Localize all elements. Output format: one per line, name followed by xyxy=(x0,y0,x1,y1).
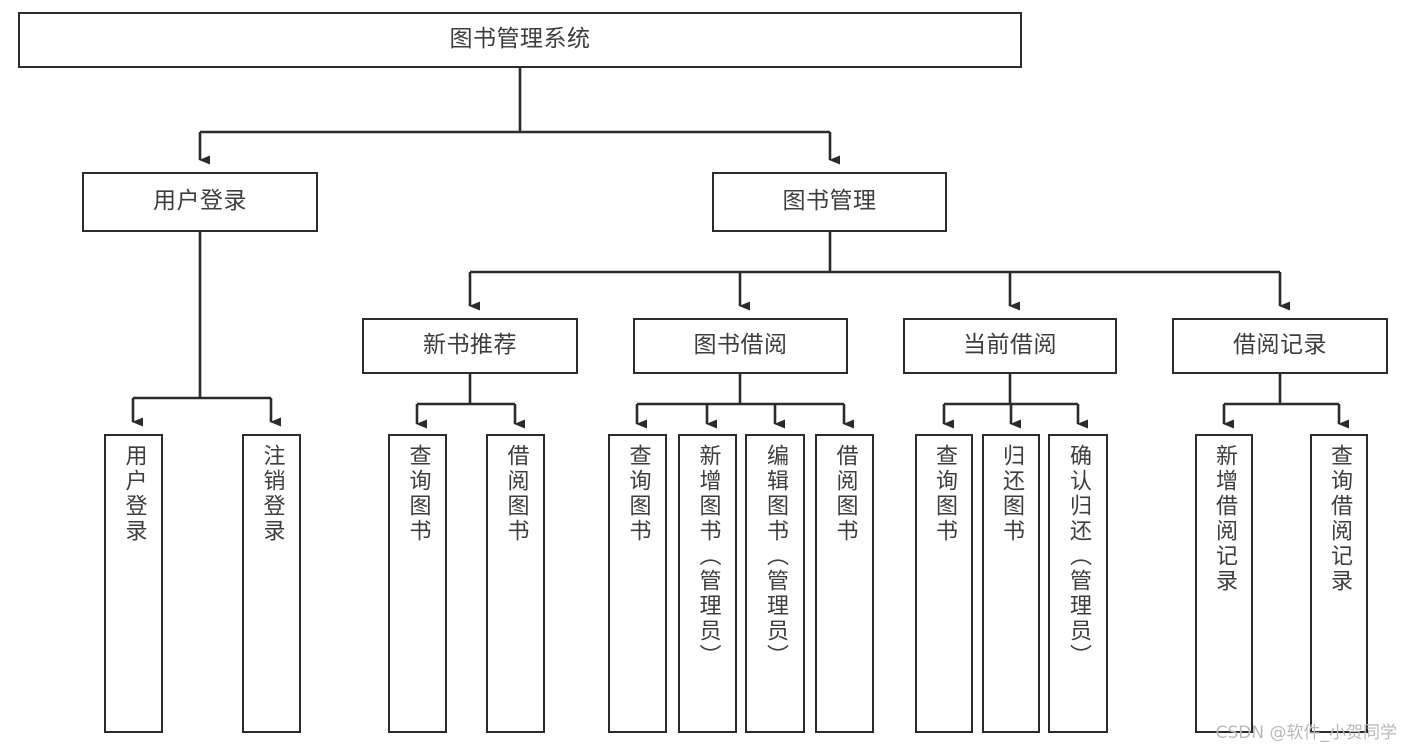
node-leaf-query-book-3[interactable]: 查询图书 xyxy=(915,434,973,733)
node-leaf-logout[interactable]: 注销登录 xyxy=(242,434,301,733)
node-leaf-borrow-book-2-label: 借阅图书 xyxy=(832,444,858,544)
node-leaf-query-book-1[interactable]: 查询图书 xyxy=(388,434,447,733)
node-leaf-borrow-book-1-label: 借阅图书 xyxy=(503,444,529,544)
node-leaf-borrow-book-1[interactable]: 借阅图书 xyxy=(486,434,545,733)
node-leaf-confirm-return-label: 确认归还（管理员） xyxy=(1066,444,1091,669)
node-leaf-borrow-book-2[interactable]: 借阅图书 xyxy=(815,434,874,733)
node-borrow-record[interactable]: 借阅记录 xyxy=(1172,318,1388,374)
node-leaf-add-book[interactable]: 新增图书（管理员） xyxy=(678,434,737,733)
node-book-management[interactable]: 图书管理 xyxy=(712,172,947,232)
node-leaf-add-record-label: 新增借阅记录 xyxy=(1212,444,1237,594)
node-current-borrow[interactable]: 当前借阅 xyxy=(903,318,1117,374)
node-leaf-edit-book-label: 编辑图书（管理员） xyxy=(763,444,788,669)
node-leaf-logout-label: 注销登录 xyxy=(259,444,285,544)
node-borrow-record-label: 借阅记录 xyxy=(1233,332,1327,359)
node-root[interactable]: 图书管理系统 xyxy=(18,12,1022,68)
node-leaf-user-login[interactable]: 用户登录 xyxy=(104,434,163,733)
watermark: CSDN @软件_小贺同学 xyxy=(1215,723,1397,743)
node-book-borrow-label: 图书借阅 xyxy=(693,332,788,359)
node-leaf-confirm-return[interactable]: 确认归还（管理员） xyxy=(1048,434,1108,733)
node-book-borrow[interactable]: 图书借阅 xyxy=(633,318,848,374)
node-new-book-recommend-label: 新书推荐 xyxy=(423,332,517,359)
node-leaf-user-login-label: 用户登录 xyxy=(121,444,147,544)
node-user-login[interactable]: 用户登录 xyxy=(82,172,318,232)
node-leaf-query-record[interactable]: 查询借阅记录 xyxy=(1310,434,1368,733)
node-leaf-add-record[interactable]: 新增借阅记录 xyxy=(1195,434,1253,733)
node-leaf-query-book-2[interactable]: 查询图书 xyxy=(608,434,667,733)
node-leaf-query-book-1-label: 查询图书 xyxy=(405,444,431,544)
node-leaf-add-book-label: 新增图书（管理员） xyxy=(695,444,721,669)
node-leaf-edit-book[interactable]: 编辑图书（管理员） xyxy=(745,434,805,733)
node-user-login-label: 用户登录 xyxy=(153,188,247,215)
node-root-label: 图书管理系统 xyxy=(449,26,591,53)
node-leaf-query-book-2-label: 查询图书 xyxy=(625,444,651,544)
node-new-book-recommend[interactable]: 新书推荐 xyxy=(362,318,578,374)
node-leaf-return-book-label: 归还图书 xyxy=(999,444,1024,544)
node-leaf-query-record-label: 查询借阅记录 xyxy=(1327,444,1352,594)
node-leaf-query-book-3-label: 查询图书 xyxy=(932,444,957,544)
node-leaf-return-book[interactable]: 归还图书 xyxy=(982,434,1040,733)
node-book-management-label: 图书管理 xyxy=(782,188,877,215)
node-current-borrow-label: 当前借阅 xyxy=(963,332,1057,359)
